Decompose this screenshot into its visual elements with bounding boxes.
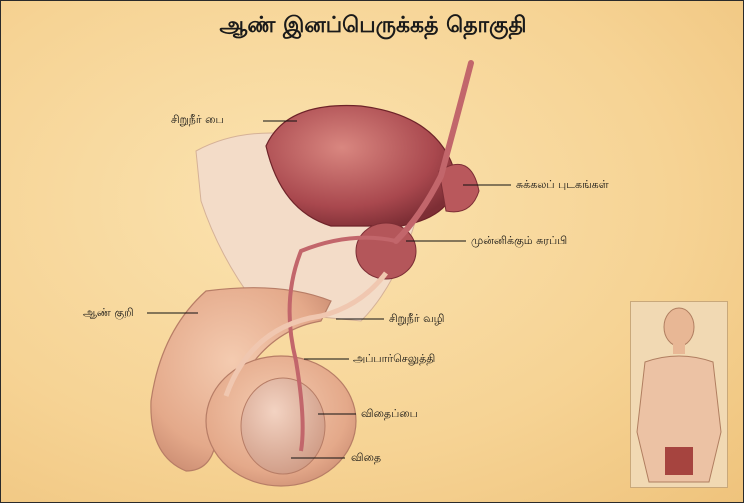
- label-seminal-vesicles: சுக்கலப் புடகங்கள்: [516, 178, 609, 193]
- label-prostate: முன்னிக்கும் சுரப்பி: [471, 234, 567, 249]
- label-penis: ஆண் குறி: [83, 306, 134, 321]
- body-location-inset: [630, 301, 728, 488]
- testis-shape: [241, 378, 325, 474]
- human-figure-icon: [631, 302, 727, 487]
- label-scrotum: விதைப்பை: [361, 407, 418, 422]
- label-vas-deferens: அப்பார்செலுத்தி: [353, 352, 435, 367]
- label-bladder: சிறுநீர் பை: [171, 113, 224, 128]
- label-testis: விதை: [351, 451, 381, 466]
- label-urethra: சிறுநீர் வழி: [389, 312, 444, 327]
